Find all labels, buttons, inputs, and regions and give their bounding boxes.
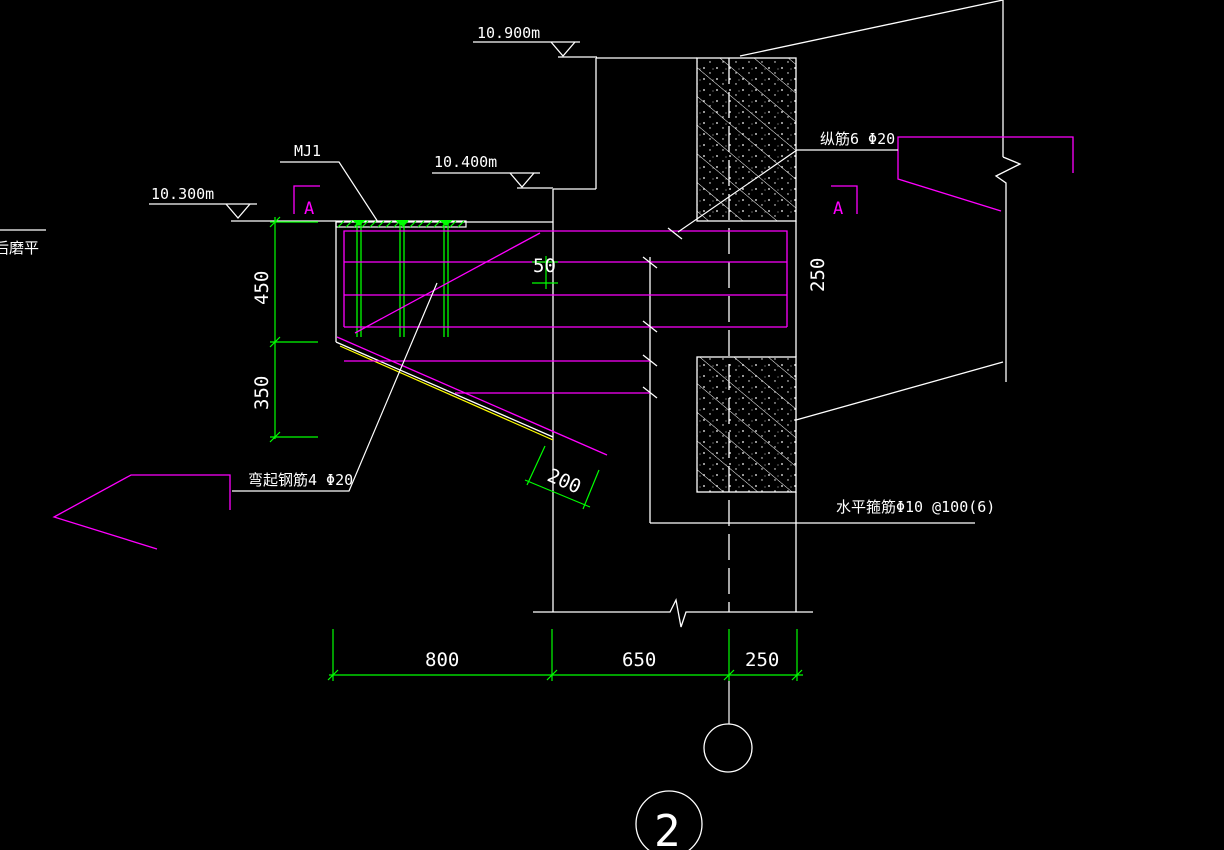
- bent-rebar: [336, 232, 608, 456]
- wall-outline: [533, 0, 1022, 628]
- dim-250-v: 250: [807, 258, 829, 292]
- wall-upper-block: [696, 57, 797, 222]
- left-break-arrow: [52, 474, 231, 550]
- dim-650: 650: [622, 649, 656, 671]
- mj1-label: MJ1: [294, 142, 321, 160]
- longitudinal-rebar-label: 纵筋6 Φ20: [820, 130, 895, 148]
- section-mark-left: [293, 185, 320, 214]
- stirrup-ticks: [642, 227, 683, 399]
- bent-rebar-label: 弯起钢筋4 Φ20: [248, 471, 353, 489]
- section-mark-right: [831, 185, 858, 214]
- elevation-top: [473, 41, 597, 58]
- dim-250-h: 250: [745, 649, 779, 671]
- elevation-mid-text: 10.400m: [434, 153, 497, 171]
- dim-450: 450: [251, 271, 273, 305]
- elevation-top-text: 10.900m: [477, 24, 540, 42]
- axis-bubble: [703, 723, 753, 773]
- dim-350: 350: [251, 376, 273, 410]
- detail-number-circle: [635, 790, 703, 850]
- elevation-mid: [432, 172, 553, 189]
- dim-200: 200: [544, 464, 584, 498]
- bent-rebar-leader: [232, 282, 438, 492]
- detail-number: 2: [654, 806, 681, 850]
- dim-800: 800: [425, 649, 459, 671]
- dimension-lines: [269, 216, 803, 681]
- section-label-right: A: [833, 199, 843, 219]
- right-break-arrow: [897, 136, 1074, 212]
- embedded-plate: [335, 220, 467, 337]
- section-label-left: A: [304, 199, 314, 219]
- mj1-leader: [280, 161, 379, 223]
- corbel-slope-edge: [339, 345, 554, 441]
- horizontal-stirrup-label: 水平箍筋Φ10 @100(6): [836, 498, 995, 516]
- cut-text: 后磨平: [0, 239, 39, 257]
- wall-lower-block: [696, 356, 797, 493]
- elevation-left-text: 10.300m: [151, 185, 214, 203]
- longitudinal-rebar-leader: [677, 149, 898, 233]
- elevation-left: [149, 203, 336, 222]
- dim-50: 50: [533, 255, 556, 277]
